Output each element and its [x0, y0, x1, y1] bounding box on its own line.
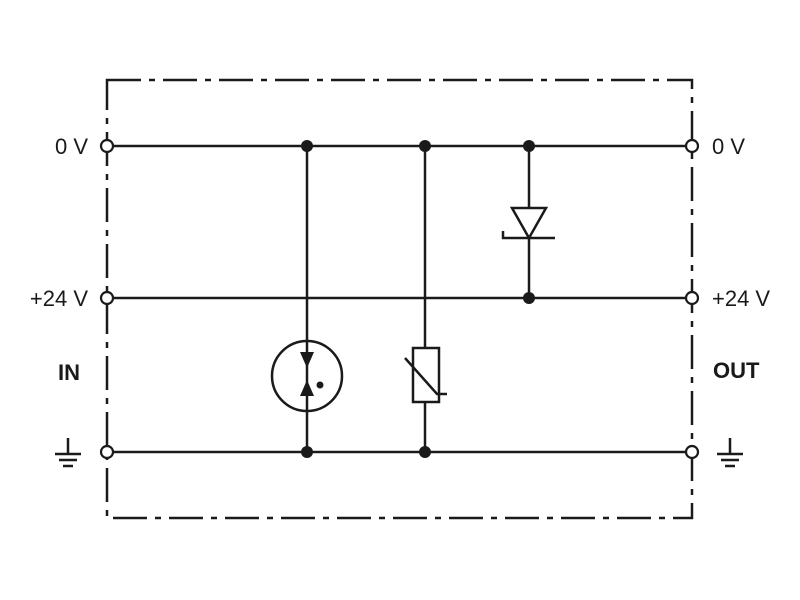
tvs-diode-icon [501, 146, 555, 298]
label-out-0v: 0 V [712, 134, 745, 159]
ground-icon [55, 438, 81, 468]
junction-dot [419, 140, 431, 152]
label-in-0v: 0 V [55, 134, 88, 159]
label-in-24v: +24 V [30, 286, 88, 311]
label-in: IN [58, 360, 80, 385]
terminal-out-24v [684, 290, 700, 306]
ground-icon [717, 438, 743, 468]
junction-dot [301, 140, 313, 152]
label-out: OUT [713, 358, 760, 383]
varistor-icon [404, 146, 447, 452]
label-out-24v: +24 V [712, 286, 770, 311]
terminal-in-24v [99, 290, 115, 306]
terminal-out-ground [684, 444, 700, 460]
gas-discharge-tube-icon [270, 146, 344, 452]
terminal-out-0v [684, 138, 700, 154]
junction-dot [301, 446, 313, 458]
junction-dot [523, 140, 535, 152]
terminal-in-0v [99, 138, 115, 154]
junction-dot [419, 446, 431, 458]
terminal-in-ground [99, 444, 115, 460]
junction-dot [523, 292, 535, 304]
